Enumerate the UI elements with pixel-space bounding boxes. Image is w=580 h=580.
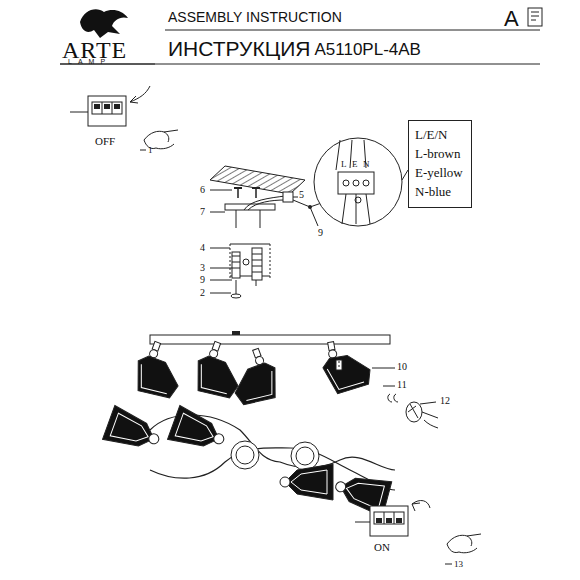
callout-number: 3 <box>200 263 205 273</box>
brand-sub: LAMP <box>68 58 111 65</box>
callout-number: 4 <box>200 243 205 253</box>
model-number: A5110PL-4AB <box>314 41 420 58</box>
callout-number: 13 <box>454 560 463 569</box>
callout-number: 5 <box>299 190 304 200</box>
callout-number: 12 <box>440 396 450 406</box>
wire-color-text: L/E/N <box>415 125 465 144</box>
switch-label: OFF <box>95 136 115 147</box>
callout-number: 10 <box>397 362 407 372</box>
callout-number: 6 <box>200 185 205 195</box>
callout-number: 2 <box>200 288 205 298</box>
wire-color-text: L-brown <box>415 144 465 163</box>
switch-label: ON <box>374 542 390 553</box>
wire-color-text: E-yellow <box>415 163 465 182</box>
header-text: ИНСТРУКЦИЯ <box>168 38 310 59</box>
page-letter: A <box>504 8 519 30</box>
callout-number: 9 <box>318 228 323 238</box>
callout-number: 7 <box>200 207 205 217</box>
callout-number: 1 <box>148 146 153 155</box>
callout-number: 11 <box>397 380 407 390</box>
terminal-label: N <box>363 160 370 169</box>
callout-number: 9 <box>200 275 205 285</box>
wire-color-box: L/E/NL-brownE-yellowN-blue <box>408 120 472 208</box>
terminal-label: L <box>341 160 347 169</box>
terminal-label: E <box>352 160 358 169</box>
wire-color-text: N-blue <box>415 182 465 201</box>
header-text: ASSEMBLY INSTRUCTION <box>168 10 342 24</box>
